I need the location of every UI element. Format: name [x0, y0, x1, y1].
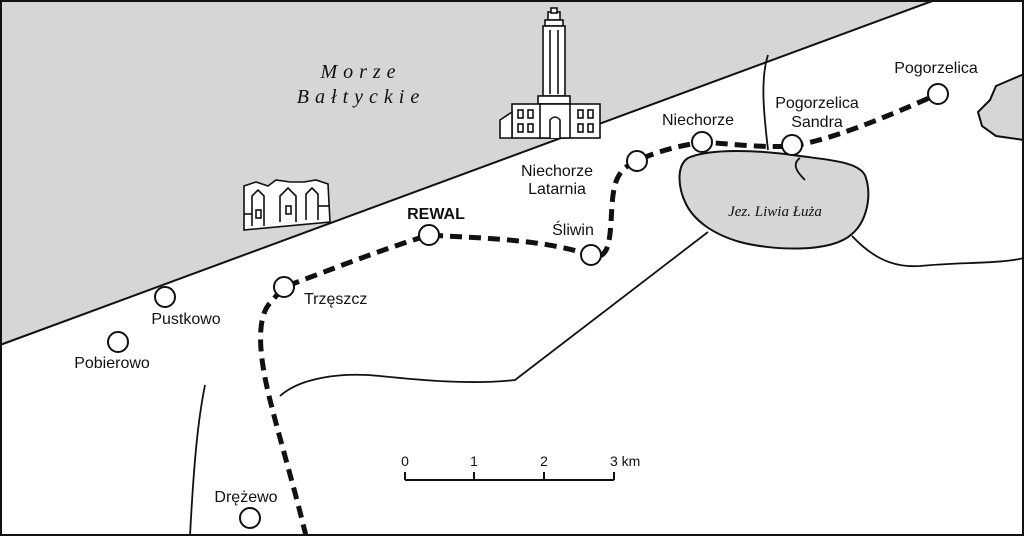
- scale-tick-2: 2: [540, 453, 548, 469]
- label-pogorzelica-sandra-2: Sandra: [791, 114, 843, 131]
- station-drezewo: [239, 507, 261, 529]
- station-pustkowo: [154, 286, 176, 308]
- boundary-line-3: [279, 231, 709, 397]
- label-niechorze: Niechorze: [662, 112, 734, 129]
- label-pobierowo: Pobierowo: [74, 355, 150, 372]
- scale-tick-1: 1: [470, 453, 478, 469]
- label-sliwin: Śliwin: [552, 220, 594, 239]
- label-pogorzelica: Pogorzelica: [894, 60, 978, 77]
- station-pobierowo: [107, 331, 129, 353]
- label-pustkowo: Pustkowo: [151, 311, 220, 328]
- sea-label-line1: Morze: [319, 61, 401, 83]
- coastline: [0, 0, 936, 346]
- label-niechorze-latarnia-2: Latarnia: [528, 181, 586, 198]
- station-rewal: [418, 224, 440, 246]
- scale-bar: [404, 472, 615, 481]
- lake: [678, 150, 870, 250]
- station-sliwin: [580, 244, 602, 266]
- church-ruin-icon: [243, 179, 331, 231]
- label-rewal: REWAL: [407, 206, 465, 223]
- label-pogorzelica-sandra-1: Pogorzelica: [775, 95, 859, 112]
- lake-label: Jez. Liwia Łuża: [728, 204, 822, 220]
- boundary-line-1: [762, 54, 769, 151]
- station-pogorzelica-sandra: [781, 134, 803, 156]
- station-pogorzelica: [927, 83, 949, 105]
- label-trzeszcz: Trzęszcz: [304, 291, 367, 308]
- boundary-line-5: [189, 384, 206, 536]
- sea-label-line2: Bałtyckie: [297, 86, 425, 108]
- station-niechorze-latarnia: [626, 150, 648, 172]
- bay-patch: [976, 72, 1024, 142]
- scale-tick-0: 0: [401, 453, 409, 469]
- label-drezewo: Drężewo: [214, 489, 277, 506]
- scale-tick-3: 3 km: [610, 453, 640, 469]
- boundary-line-2: [794, 157, 806, 181]
- boundary-line-4: [851, 235, 1024, 268]
- station-trzeszcz: [273, 276, 295, 298]
- lighthouse-icon: [499, 7, 601, 139]
- label-niechorze-latarnia-1: Niechorze: [521, 163, 593, 180]
- station-niechorze: [691, 131, 713, 153]
